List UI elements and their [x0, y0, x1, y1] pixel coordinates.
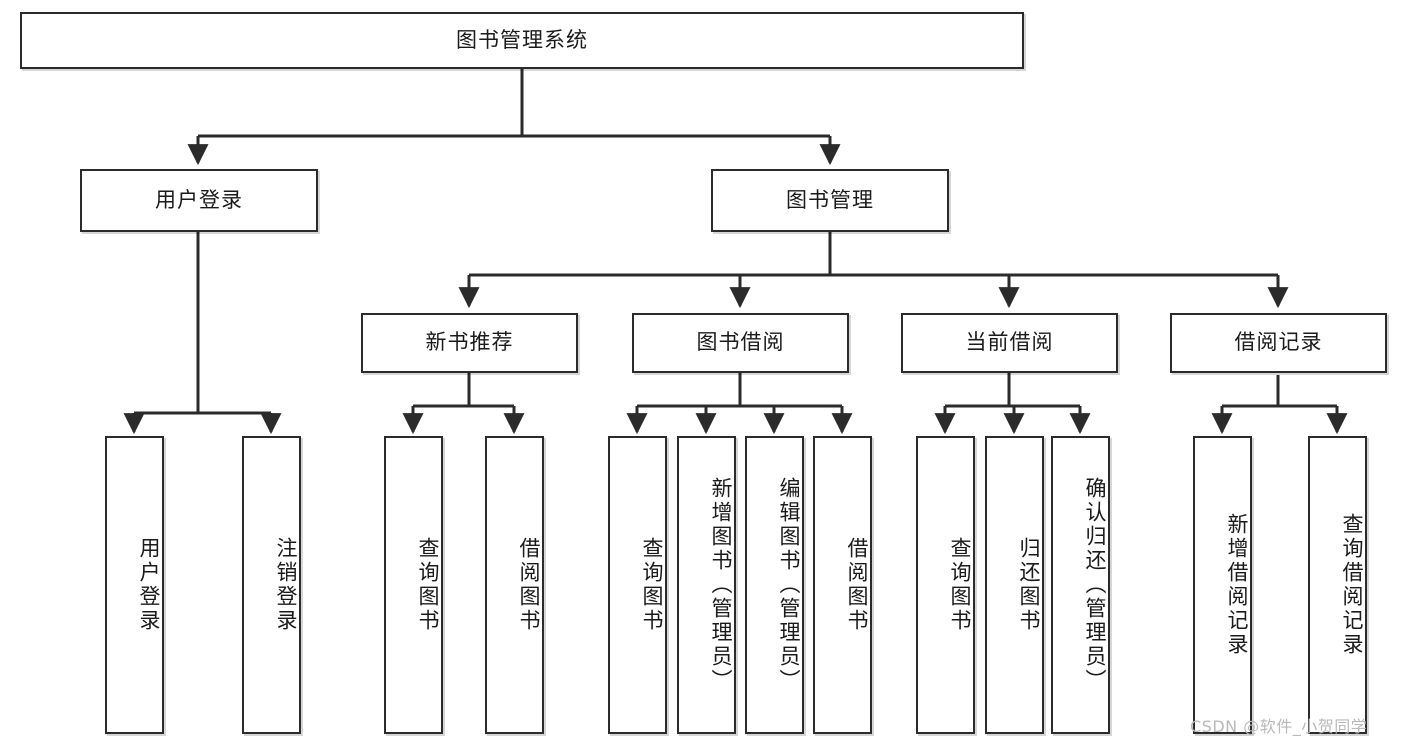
- node-leaf-query-book-2[interactable]: 查询图书: [608, 436, 667, 734]
- node-book-borrow-label: 图书借阅: [696, 330, 785, 355]
- node-book-borrow[interactable]: 图书借阅: [632, 313, 849, 373]
- node-leaf-return-book-label: 归还图书: [1017, 537, 1041, 633]
- node-leaf-query-book-3-label: 查询图书: [948, 537, 972, 633]
- node-leaf-logout[interactable]: 注销登录: [242, 436, 301, 734]
- node-book-manage[interactable]: 图书管理: [711, 169, 949, 232]
- node-current-borrow-label: 当前借阅: [965, 330, 1054, 355]
- node-new-book-rec-label: 新书推荐: [425, 330, 514, 355]
- node-leaf-borrow-book-1[interactable]: 借阅图书: [485, 436, 544, 734]
- node-user-login-label: 用户登录: [155, 187, 243, 212]
- node-leaf-add-record-label: 新增借阅记录: [1225, 513, 1249, 657]
- node-leaf-borrow-book-2[interactable]: 借阅图书: [813, 436, 872, 734]
- node-leaf-edit-book-label: 编辑图书（管理员）: [777, 477, 801, 693]
- node-leaf-borrow-book-2-label: 借阅图书: [845, 537, 869, 633]
- node-leaf-query-book-3[interactable]: 查询图书: [916, 436, 975, 734]
- node-book-manage-label: 图书管理: [786, 187, 874, 212]
- node-leaf-return-book[interactable]: 归还图书: [985, 436, 1044, 734]
- node-new-book-rec[interactable]: 新书推荐: [361, 313, 578, 373]
- node-leaf-query-record[interactable]: 查询借阅记录: [1308, 436, 1367, 734]
- node-leaf-add-book-label: 新增图书（管理员）: [709, 477, 733, 693]
- node-leaf-edit-book[interactable]: 编辑图书（管理员）: [745, 436, 804, 734]
- node-leaf-add-record[interactable]: 新增借阅记录: [1193, 436, 1252, 734]
- node-borrow-record-label: 借阅记录: [1234, 330, 1323, 355]
- node-root-label: 图书管理系统: [456, 27, 588, 52]
- node-leaf-user-login-label: 用户登录: [137, 537, 161, 633]
- node-leaf-query-book-1[interactable]: 查询图书: [384, 436, 443, 734]
- node-leaf-query-book-2-label: 查询图书: [640, 537, 664, 633]
- node-user-login[interactable]: 用户登录: [80, 169, 318, 232]
- node-leaf-add-book[interactable]: 新增图书（管理员）: [677, 436, 736, 734]
- node-leaf-user-login[interactable]: 用户登录: [105, 436, 164, 734]
- node-leaf-confirm-return-label: 确认归还（管理员）: [1083, 477, 1107, 693]
- node-current-borrow[interactable]: 当前借阅: [901, 313, 1118, 373]
- node-leaf-query-record-label: 查询借阅记录: [1340, 513, 1364, 657]
- node-leaf-query-book-1-label: 查询图书: [416, 537, 440, 633]
- node-leaf-logout-label: 注销登录: [274, 537, 298, 633]
- node-root[interactable]: 图书管理系统: [20, 12, 1024, 69]
- node-leaf-borrow-book-1-label: 借阅图书: [517, 537, 541, 633]
- node-borrow-record[interactable]: 借阅记录: [1170, 313, 1387, 373]
- node-leaf-confirm-return[interactable]: 确认归还（管理员）: [1051, 436, 1110, 734]
